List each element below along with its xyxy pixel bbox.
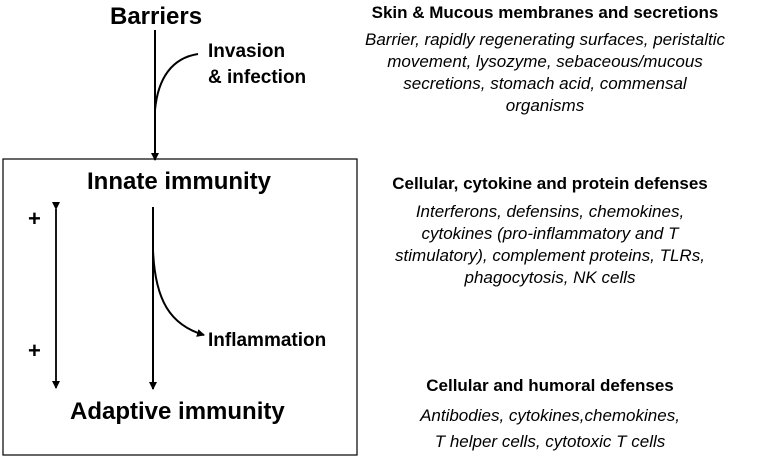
adaptive-description: Antibodies, cytokines,chemokines, T help… — [380, 403, 720, 455]
invasion-label-line2: & infection — [208, 67, 307, 88]
invasion-label: Invasion & infection — [208, 39, 306, 91]
barriers-description-line: movement, lysozyme, sebaceous/mucous — [387, 52, 703, 71]
adaptive-heading: Cellular and humoral defenses — [426, 376, 674, 395]
barriers-title: Barriers — [110, 3, 203, 30]
barriers-description-line: secretions, stomach acid, commensal — [403, 74, 687, 93]
plus-sign-top: + — [28, 206, 41, 231]
plus-sign-bottom: + — [28, 338, 41, 363]
barriers-description-line: organisms — [505, 96, 585, 115]
barriers-heading: Skin & Mucous membranes and secretions — [371, 3, 719, 22]
invasion-curve — [154, 53, 199, 111]
inflammation-label: Inflammation — [208, 330, 327, 351]
immunity-box — [2, 158, 358, 456]
adaptive-description-line: Antibodies, cytokines,chemokines, — [420, 406, 680, 425]
barriers-description-line: Barrier, rapidly regenerating surfaces, … — [365, 30, 725, 49]
innate-description: Interferons, defensins, chemokines, cyto… — [360, 201, 740, 289]
innate-description-line: Interferons, defensins, chemokines, — [415, 202, 685, 221]
inflammation-curve-arrow — [152, 249, 205, 337]
innate-description-line: phagocytosis, NK cells — [464, 268, 636, 287]
innate-immunity-title: Innate immunity — [87, 168, 272, 195]
adaptive-immunity-title: Adaptive immunity — [70, 398, 285, 425]
barriers-description: Barrier, rapidly regenerating surfaces, … — [325, 29, 765, 117]
adaptive-description-line: T helper cells, cytotoxic T cells — [434, 432, 666, 451]
invasion-label-line1: Invasion — [208, 41, 286, 62]
innate-description-line: stimulatory), complement proteins, TLRs, — [395, 246, 705, 265]
innate-description-line: cytokines (pro-inflammatory and T — [421, 224, 679, 243]
innate-heading: Cellular, cytokine and protein defenses — [392, 174, 708, 193]
